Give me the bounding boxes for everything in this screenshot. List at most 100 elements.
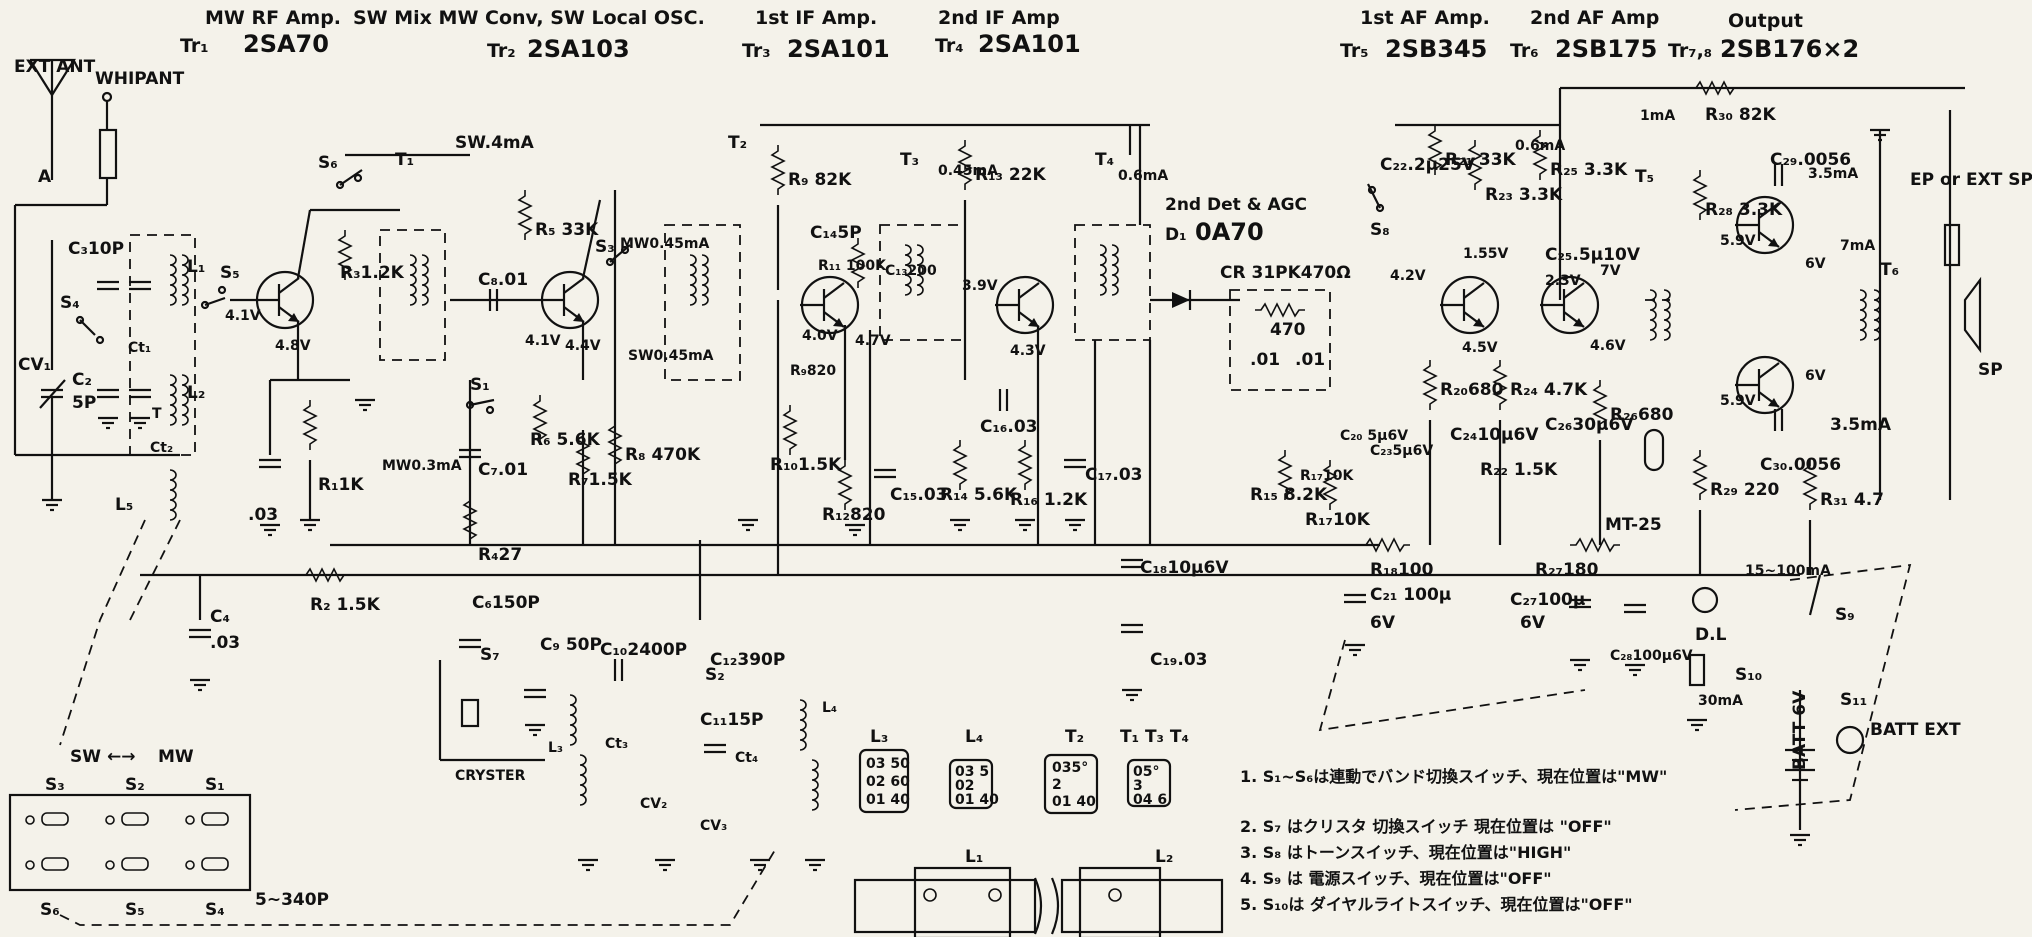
switch-s1: S₁ xyxy=(205,775,225,795)
supply-current: 15~100mA xyxy=(1745,563,1831,579)
band-switch-bank: SW ←→ MW S₃ S₂ S₁ S₆ S₅ S₄ 5~340P xyxy=(8,747,776,926)
c9-label: C₉ 50P xyxy=(540,635,602,655)
tr1-v48: 4.8V xyxy=(275,338,311,354)
c27-value: 6V xyxy=(1520,613,1546,633)
tuning-cap-range: 5~340P xyxy=(255,890,329,910)
tr4-v39: 3.9V xyxy=(962,278,998,294)
s9-label: S₉ xyxy=(1835,605,1855,625)
c26-label: C₂₆30μ6V xyxy=(1545,415,1634,435)
coil-t2-title: T₂ xyxy=(1065,727,1084,747)
coil-l3-pins-2: 02 60 xyxy=(866,774,910,790)
tr1-stage: 4.8V 4.1V R₁1K .03 S₆ R₃1.2K MW0.3mA T₁ xyxy=(225,150,470,537)
note-1: 1. S₁~S₆は連動でバンド切換スイッチ、現在位置は"MW" xyxy=(1240,767,1667,786)
sp-label: SP xyxy=(1978,360,2003,380)
l5-label: L₅ xyxy=(115,495,133,515)
cv3-label: CV₃ xyxy=(700,818,727,834)
tr6-v7: 7V xyxy=(1600,263,1621,279)
r8-label: R₈ 470K xyxy=(625,445,701,465)
tr2-ref: Tr₂ xyxy=(487,40,516,62)
notes: 1. S₁~S₆は連動でバンド切換スイッチ、現在位置は"MW" 2. S₇ はク… xyxy=(1240,767,1667,914)
coil-t134-pins-2: 3 xyxy=(1133,778,1143,794)
tr2-function: SW Mix MW Conv, SW Local OSC. xyxy=(353,7,705,29)
switch-s4: S₄ xyxy=(205,900,225,920)
ct4-label: Ct₄ xyxy=(735,750,758,766)
t3-current: 0.45mA xyxy=(938,163,998,179)
dl-label: D.L xyxy=(1695,625,1727,645)
c8-label: C₈.01 xyxy=(478,270,528,290)
d1-part: 0A70 xyxy=(1195,218,1264,246)
r23-label: R₂₃ 3.3K xyxy=(1485,185,1563,205)
r29-label: R₂₉ 220 xyxy=(1710,480,1780,500)
r24-label: R₂₄ 4.7K xyxy=(1510,380,1588,400)
antenna-a-label: A xyxy=(38,167,52,187)
d1-label: D₁ xyxy=(1165,225,1187,245)
tr1-transistor xyxy=(253,270,315,330)
c21-label: C₂₁ 100μ xyxy=(1370,585,1451,605)
coil-t-mark: T xyxy=(152,406,162,422)
coil-t134-title: T₁ T₃ T₄ xyxy=(1120,727,1189,747)
s5-label: S₅ xyxy=(220,263,240,283)
batt-ext-label: BATT EXT xyxy=(1870,720,1961,740)
tr8-v59: 5.9V xyxy=(1720,393,1756,409)
mw03-label: MW0.3mA xyxy=(382,458,462,474)
ct1-label: Ct₁ xyxy=(128,340,151,356)
c11-label: C₁₁15P xyxy=(700,710,763,730)
c28-label: C₂₈100μ6V xyxy=(1610,648,1693,664)
r4-label: R₄27 xyxy=(478,545,522,565)
t1-label: T₁ xyxy=(395,150,414,170)
r22-label: R₂₂ 1.5K xyxy=(1480,460,1558,480)
r28-label: R₂₈ 3.3K xyxy=(1705,200,1783,220)
cr-01b: .01 xyxy=(1295,350,1325,370)
r16-label: R₁₆ 1.2K xyxy=(1010,490,1088,510)
c4-label: C₄ xyxy=(210,607,230,627)
tr5-part: 2SB345 xyxy=(1385,35,1487,63)
c24-label: C₂₄10μ6V xyxy=(1450,425,1539,445)
t6-current: 7mA xyxy=(1840,238,1875,254)
coil-t2-pins-3: 01 40 xyxy=(1052,794,1096,810)
detector-stage: T₄ 0.6mA 2nd Det & AGC D₁ 0A70 CR 31PK47… xyxy=(1074,125,1451,702)
tr6-function: 2nd AF Amp xyxy=(1530,7,1659,29)
coil-t134-pins-1: 05° xyxy=(1133,764,1159,780)
c2-label: C₂ xyxy=(72,370,92,390)
t3-label: T₃ xyxy=(900,150,919,170)
tr8-v6: 6V xyxy=(1805,368,1826,384)
coil-t2-pins-1: 035° xyxy=(1052,760,1088,776)
ep-label: EP or EXT SP xyxy=(1910,170,2032,190)
cr-01a: .01 xyxy=(1250,350,1280,370)
coil-form-l2: L₂ xyxy=(1155,847,1173,867)
sw045-label: SW0.45mA xyxy=(628,348,714,364)
coil-t2-pins-2: 2 xyxy=(1052,777,1062,793)
r21-label: R₂₁ 33K xyxy=(1445,150,1517,170)
r7-label: R₇1.5K xyxy=(568,470,633,490)
c4-value: .03 xyxy=(210,633,240,653)
t2-label: T₂ xyxy=(728,133,747,153)
s10-label: S₁₀ xyxy=(1735,665,1762,685)
t4-current: 0.6mA xyxy=(1118,168,1168,184)
batt-label: BATT 6V xyxy=(1790,690,1810,770)
switch-arrow: ←→ xyxy=(107,747,136,767)
ct2-label: Ct₂ xyxy=(150,440,173,456)
ct3-label: Ct₃ xyxy=(605,736,628,752)
r3-label: R₃1.2K xyxy=(340,263,405,283)
c6-label: C₆150P xyxy=(472,593,540,613)
coil-l3-pins-1: 03 50 xyxy=(866,756,910,772)
c12-label: C₁₂390P xyxy=(710,650,785,670)
tr4-transistor xyxy=(993,275,1055,335)
sw4-label: SW.4mA xyxy=(455,133,535,153)
tr6-current: 0.6mA xyxy=(1515,138,1565,154)
c19-label: C₁₉.03 xyxy=(1150,650,1207,670)
r5-label: R₅ 33K xyxy=(535,220,599,240)
r17-top: R₁₇10K xyxy=(1300,468,1355,484)
c25-label: C₂₅.5μ10V xyxy=(1545,245,1641,265)
cr-label: CR 31PK470Ω xyxy=(1220,263,1351,283)
coil-pinouts: L₃ 03 50 02 60 01 40 L₄ 03 5 02 01 40 T₂… xyxy=(858,727,1189,815)
coil-form-l1: L₁ xyxy=(965,847,983,867)
r13-label: R₁₃ 22K xyxy=(975,165,1047,185)
tr4-function: 2nd IF Amp xyxy=(938,7,1060,29)
r11-label: R₁₁ 100K xyxy=(818,258,887,274)
r17-label: R₁₇10K xyxy=(1305,510,1371,530)
c17-label: C₁₇.03 xyxy=(1085,465,1142,485)
r30-label: R₃₀ 82K xyxy=(1705,105,1777,125)
af-stages: C₂₂.2μ25V S₈ R₂₁ 33K R₂₃ 3.3K 1.55V 4.2V… xyxy=(1367,108,1762,732)
